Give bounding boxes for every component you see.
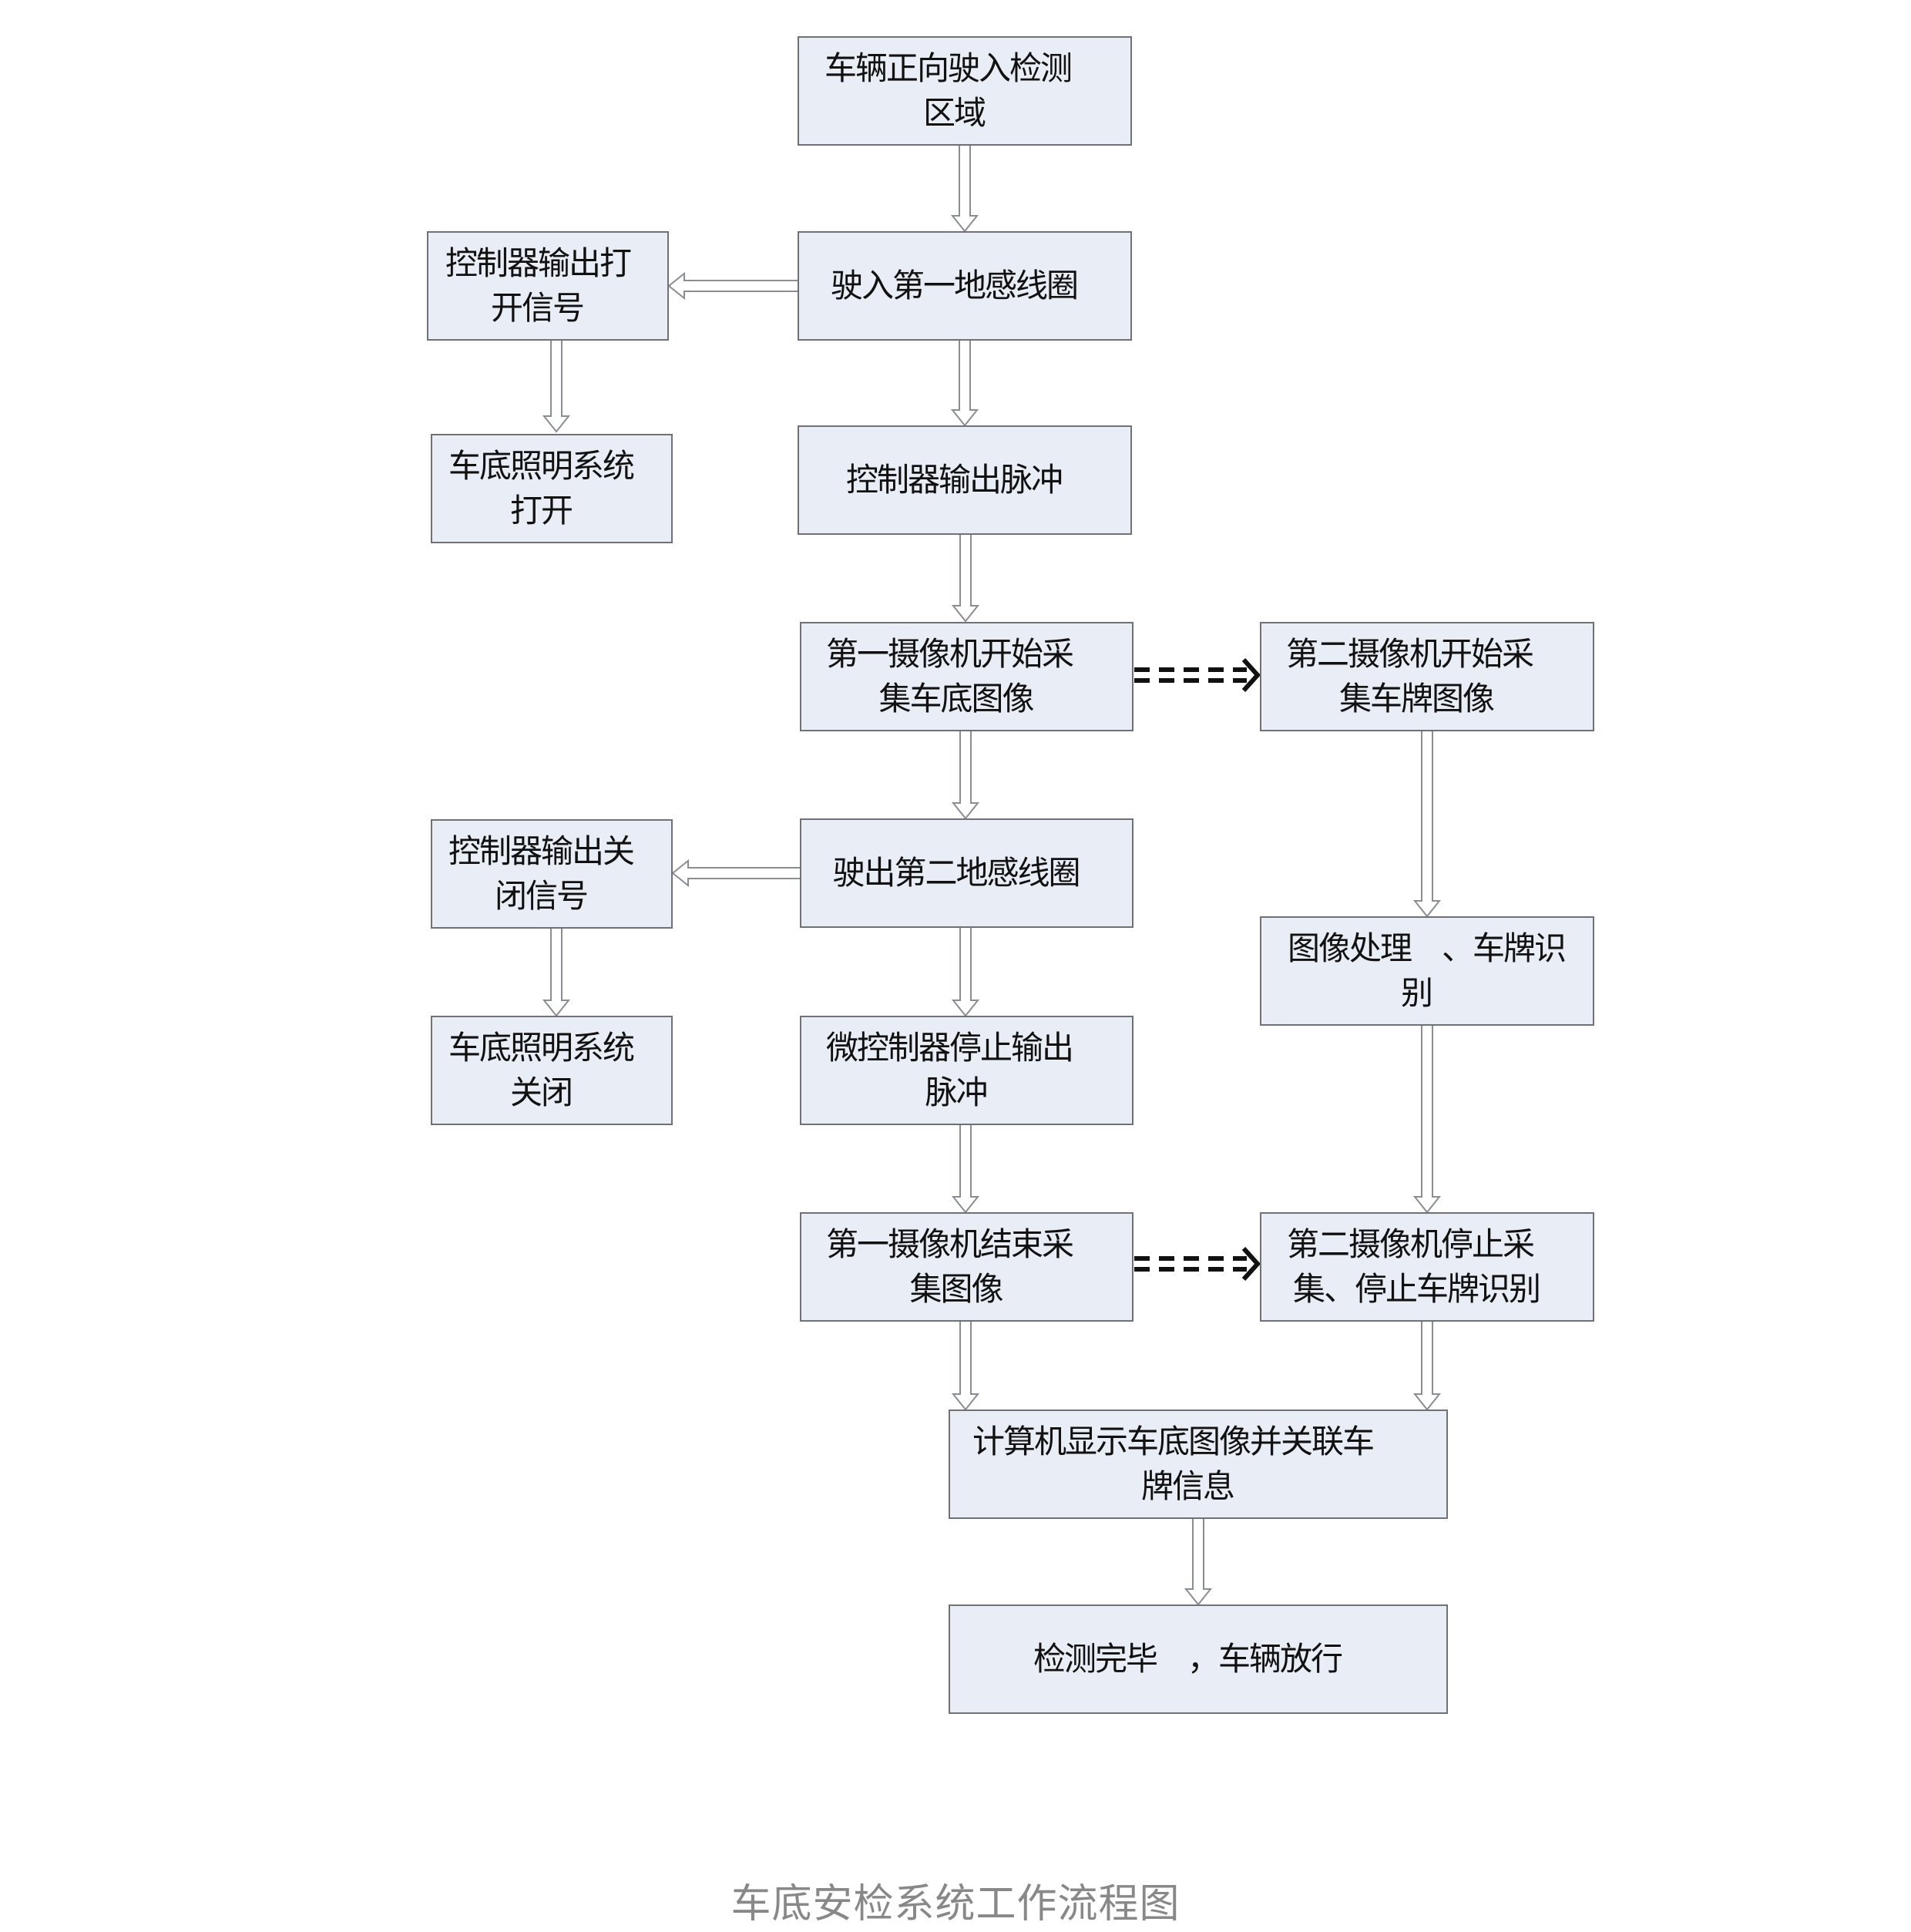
node-label-line: 微控制器停止输出 [826, 1029, 1073, 1067]
edge-computer-display-to-detection-complete [1184, 1517, 1213, 1606]
node-box [800, 622, 1134, 731]
node-box [1260, 622, 1594, 731]
flowchart-edges [542, 144, 1442, 1606]
node-label-line: 集图像 [909, 1270, 1003, 1308]
edge-camera1-start-capture-to-camera2-start-capture [1134, 657, 1261, 693]
edge-camera2-stop-capture-to-computer-display [1412, 1320, 1442, 1411]
node-label-line: 控制器输出关 [448, 832, 634, 870]
edge-exit-second-loop-to-controller-close-signal [671, 858, 801, 888]
node-box [431, 1016, 673, 1125]
node-box [798, 36, 1132, 146]
node-label-line: 牌信息 [1141, 1467, 1234, 1505]
edge-mcu-stop-pulse-to-camera1-end-capture [951, 1124, 980, 1214]
node-detection-complete: 检测完毕 ，车辆放行 [949, 1604, 1448, 1714]
edge-enter-first-loop-to-controller-open-signal [667, 271, 799, 301]
node-box [1260, 1212, 1594, 1322]
node-label-line: 打开 [510, 492, 572, 529]
node-label-line: 开信号 [491, 289, 583, 327]
node-box [800, 1212, 1134, 1322]
diagram-caption: 车底安检系统工作流程图 [730, 1881, 1181, 1927]
node-label-line: 关闭 [510, 1074, 572, 1111]
edge-camera1-start-capture-to-exit-second-loop [951, 730, 980, 820]
edge-enter-first-loop-to-controller-output-pulse [950, 339, 979, 427]
node-box [798, 425, 1132, 535]
node-box [949, 1604, 1448, 1714]
node-label-line: 车辆正向驶入检测 [825, 49, 1071, 87]
node-label-line: 计算机显示车底图像并关联车 [972, 1423, 1373, 1460]
node-label-line: 第二摄像机开始采 [1286, 635, 1533, 673]
edge-camera1-end-capture-to-camera2-stop-capture [1134, 1246, 1261, 1282]
node-label-line: 控制器输出脉冲 [846, 461, 1062, 499]
node-label-line: 第一摄像机开始采 [826, 635, 1073, 673]
edge-camera2-start-capture-to-image-processing [1412, 730, 1442, 918]
node-label-line: 别 [1401, 974, 1432, 1012]
node-label-line: 控制器输出打 [445, 244, 631, 282]
edge-image-processing-to-camera2-stop-capture [1412, 1024, 1442, 1214]
node-label-line: 集车底图像 [878, 680, 1033, 717]
node-label-line: 驶入第一地感线圈 [831, 267, 1077, 304]
edge-camera1-end-capture-to-computer-display [951, 1320, 980, 1411]
node-box [800, 1016, 1134, 1125]
node-label-line: 集车牌图像 [1339, 680, 1494, 717]
node-label-line: 闭信号 [495, 877, 587, 915]
node-label-line: 图像处理 、车牌识 [1288, 929, 1565, 967]
node-label-line: 车底照明系统 [448, 1029, 634, 1067]
node-label-line: 第一摄像机结束采 [826, 1225, 1073, 1263]
node-exit-second-loop: 驶出第二地感线圈 [800, 818, 1134, 928]
node-box [949, 1410, 1448, 1519]
node-label-line: 集、停止车牌识别 [1293, 1270, 1540, 1308]
edge-controller-open-signal-to-lighting-on [542, 339, 571, 433]
node-box [431, 819, 673, 929]
node-label-line: 脉冲 [925, 1074, 986, 1111]
node-label-line: 区域 [923, 94, 986, 132]
node-box [798, 231, 1132, 341]
edge-exit-second-loop-to-mcu-stop-pulse [951, 926, 980, 1017]
node-controller-output-pulse: 控制器输出脉冲 [798, 425, 1132, 535]
node-box [1260, 916, 1594, 1026]
flowchart-nodes: 车辆正向驶入检测区域驶入第一地感线圈控制器输出打开信号车底照明系统打开控制器输出… [427, 36, 1594, 1714]
node-label-line: 检测完毕 ，车辆放行 [1033, 1640, 1342, 1678]
edge-controller-close-signal-to-lighting-off [542, 927, 571, 1017]
node-label-line: 第二摄像机停止采 [1287, 1225, 1534, 1263]
node-label-line: 车底照明系统 [448, 447, 634, 485]
node-image-processing: 图像处理 、车牌识别 [1260, 916, 1594, 1026]
node-box [427, 231, 669, 341]
node-box [800, 818, 1134, 928]
edge-controller-output-pulse-to-camera1-start-capture [951, 533, 980, 623]
node-box [431, 434, 673, 543]
edge-entry-detection-zone-to-enter-first-loop [950, 144, 979, 233]
node-label-line: 驶出第二地感线圈 [832, 854, 1079, 892]
node-enter-first-loop: 驶入第一地感线圈 [798, 231, 1132, 341]
